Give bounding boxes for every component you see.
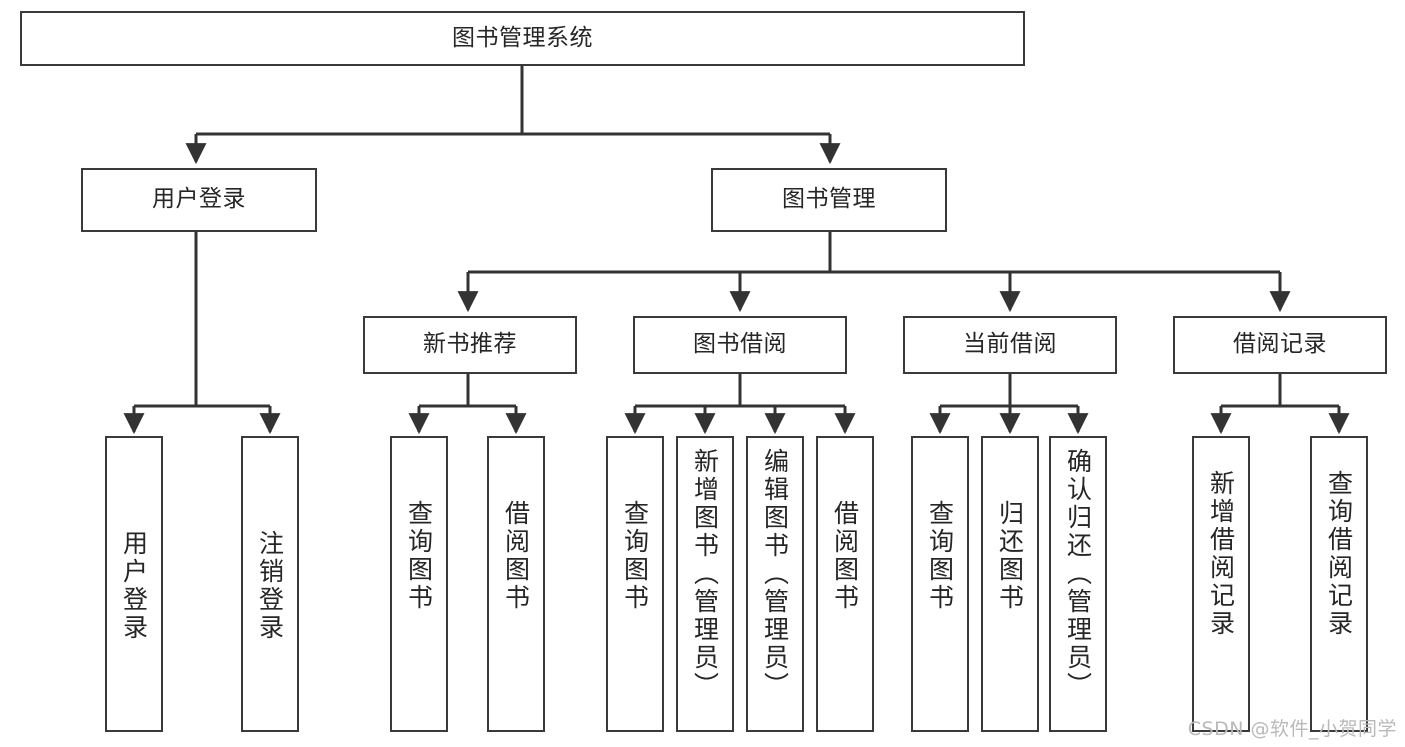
node-root-book-management-system[interactable]: 图书管理系统 xyxy=(20,11,1025,66)
node-label: 图书管理 xyxy=(782,186,876,213)
node-leaf-user-login-login[interactable]: 用户登录 xyxy=(105,436,163,732)
node-leaf-book-borrow-edit[interactable]: 编辑图书（管理员） xyxy=(746,436,804,732)
node-label: 查询借阅记录 xyxy=(1324,470,1354,638)
node-label: 借阅图书 xyxy=(501,500,531,612)
node-label: 用户登录 xyxy=(119,530,149,642)
node-current-borrow[interactable]: 当前借阅 xyxy=(903,316,1117,374)
node-label: 当前借阅 xyxy=(963,331,1057,358)
node-label: 编辑图书（管理员） xyxy=(760,448,790,700)
node-label: 归还图书 xyxy=(995,500,1025,612)
node-leaf-current-borrow-confirm[interactable]: 确认归还（管理员） xyxy=(1049,436,1107,732)
csdn-watermark: CSDN @软件_小贺同学 xyxy=(1187,718,1397,740)
node-label: 图书借阅 xyxy=(693,331,787,358)
node-leaf-book-borrow-query[interactable]: 查询图书 xyxy=(606,436,664,732)
node-leaf-current-borrow-query[interactable]: 查询图书 xyxy=(911,436,969,732)
node-label: 借阅图书 xyxy=(830,500,860,612)
node-leaf-book-borrow-add[interactable]: 新增图书（管理员） xyxy=(676,436,734,732)
node-leaf-new-book-query[interactable]: 查询图书 xyxy=(390,436,448,732)
node-label: 查询图书 xyxy=(404,500,434,612)
node-leaf-user-login-logout[interactable]: 注销登录 xyxy=(241,436,299,732)
node-label: 查询图书 xyxy=(925,500,955,612)
node-label: 查询图书 xyxy=(620,500,650,612)
node-book-borrow[interactable]: 图书借阅 xyxy=(633,316,847,374)
node-label: 借阅记录 xyxy=(1233,331,1327,358)
node-leaf-current-borrow-return[interactable]: 归还图书 xyxy=(981,436,1039,732)
node-leaf-new-book-borrow[interactable]: 借阅图书 xyxy=(487,436,545,732)
node-borrow-record[interactable]: 借阅记录 xyxy=(1173,316,1387,374)
node-book-management[interactable]: 图书管理 xyxy=(711,168,947,232)
node-label: 确认归还（管理员） xyxy=(1063,448,1093,700)
node-label: 新书推荐 xyxy=(423,331,517,358)
node-label: 图书管理系统 xyxy=(452,24,593,51)
node-label: 注销登录 xyxy=(255,530,285,642)
node-leaf-borrow-record-query[interactable]: 查询借阅记录 xyxy=(1310,436,1368,732)
node-new-book-recommend[interactable]: 新书推荐 xyxy=(363,316,577,374)
node-label: 新增借阅记录 xyxy=(1206,470,1236,638)
node-leaf-borrow-record-add[interactable]: 新增借阅记录 xyxy=(1192,436,1250,732)
node-user-login[interactable]: 用户登录 xyxy=(81,168,317,232)
node-label: 用户登录 xyxy=(152,186,246,213)
node-leaf-book-borrow-borrow[interactable]: 借阅图书 xyxy=(816,436,874,732)
node-label: 新增图书（管理员） xyxy=(690,448,720,700)
